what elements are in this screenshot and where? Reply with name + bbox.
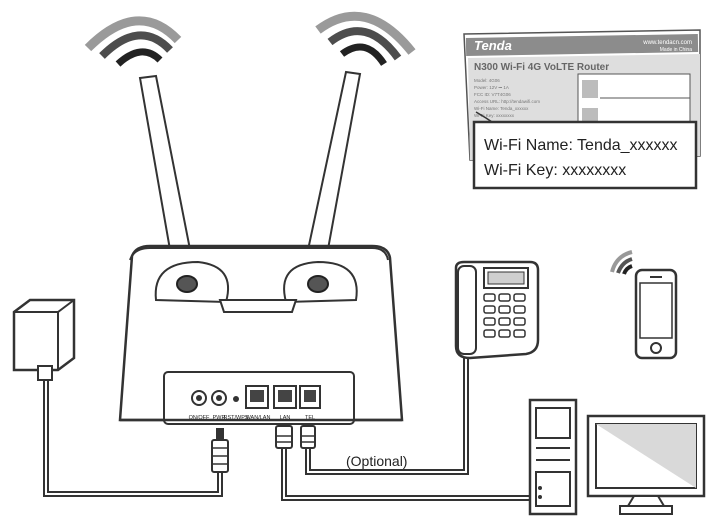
sticker-line-6: Wi-Fi Key: xxxxxxxx xyxy=(474,113,515,118)
dc-plug xyxy=(211,428,229,473)
lan-plug xyxy=(275,425,293,449)
wifi-credentials-callout xyxy=(472,111,698,190)
port-label-pwr: PWR xyxy=(213,415,226,421)
reset-wps-button[interactable] xyxy=(233,396,239,402)
sticker-line-4: Access URL: http://tendawifi.com xyxy=(474,99,540,104)
sticker-line-2: Power: 12V ⎓ 1A xyxy=(474,85,509,90)
port-label-tel: TEL xyxy=(305,415,315,421)
desktop-tower-icon xyxy=(528,398,578,516)
on-off-button[interactable] xyxy=(191,390,207,406)
optional-label: (Optional) xyxy=(346,453,407,469)
cables xyxy=(43,358,530,501)
port-label-lan: LAN xyxy=(280,415,291,421)
smartphone-icon xyxy=(634,268,678,360)
power-adapter-icon xyxy=(12,298,76,381)
telephone-icon xyxy=(454,260,540,360)
sticker-model-title: N300 Wi-Fi 4G VoLTE Router xyxy=(474,62,609,73)
sticker-website: www.tendacn.com xyxy=(642,40,692,46)
port-label-wan-lan: WAN/LAN xyxy=(246,415,271,421)
sticker-made-in: Made in China xyxy=(660,47,692,53)
left-signal-icon xyxy=(84,16,182,67)
port-label-on-off: ON/OFF xyxy=(189,415,210,421)
port-label-rst-wps: RST/WPS xyxy=(223,415,248,421)
phone-wifi-icon xyxy=(610,250,633,275)
sticker-line-5: Wi-Fi Name: Tenda_xxxxxx xyxy=(474,106,529,111)
monitor-icon xyxy=(586,414,706,515)
router xyxy=(118,244,404,425)
wan-lan-port[interactable] xyxy=(245,385,269,409)
sticker-brand: Tenda xyxy=(474,38,512,53)
sticker-line-3: FCC ID: V7T4G06 xyxy=(474,92,511,97)
sticker-line-1: Model: 4G06 xyxy=(474,78,500,83)
right-signal-icon xyxy=(315,11,416,67)
tel-plug xyxy=(300,425,316,449)
power-port[interactable] xyxy=(211,390,227,406)
tel-port[interactable] xyxy=(299,385,321,409)
lan-port[interactable] xyxy=(273,385,297,409)
callout-wifi-name: Wi-Fi Name: Tenda_xxxxxx xyxy=(484,137,678,154)
callout-wifi-key: Wi-Fi Key: xxxxxxxx xyxy=(484,162,626,179)
